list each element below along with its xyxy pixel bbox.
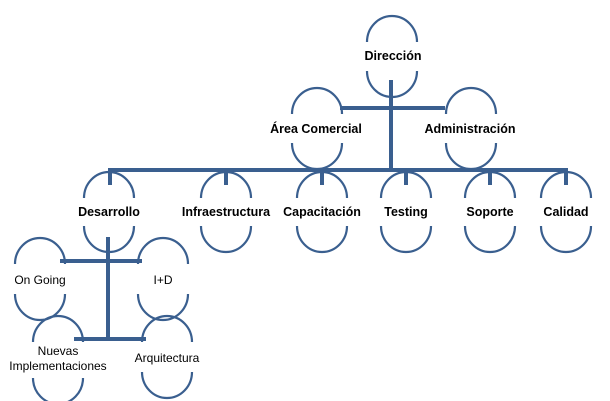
node-shape-nuevas-implementaciones: [31, 314, 85, 401]
node-nuevas-implementaciones-line2: Implementaciones: [9, 359, 106, 373]
node-shape-infraestructura: [199, 170, 253, 254]
node-shape-soporte: [463, 170, 517, 254]
node-capacitacion: Capacitación: [283, 205, 361, 219]
node-shape-i-mas-d: [136, 236, 190, 322]
node-soporte: Soporte: [466, 205, 513, 219]
node-area-comercial: Área Comercial: [270, 121, 362, 136]
node-shape-on-going: [13, 236, 67, 322]
node-administracion: Administración: [425, 122, 516, 136]
node-direccion: Dirección: [365, 49, 422, 63]
node-shape-administracion: [444, 86, 498, 171]
node-testing: Testing: [384, 205, 428, 219]
node-shape-capacitacion: [295, 170, 349, 254]
node-arquitectura: Arquitectura: [135, 351, 200, 365]
node-i-mas-d: I+D: [153, 273, 172, 287]
node-nuevas-implementaciones-line1: Nuevas: [38, 344, 79, 358]
node-desarrollo: Desarrollo: [78, 205, 140, 219]
node-shape-testing: [379, 170, 433, 254]
node-shape-area-comercial: [290, 86, 344, 171]
node-shape-arquitectura: [140, 314, 194, 400]
node-calidad: Calidad: [543, 205, 588, 219]
node-shape-calidad: [539, 170, 593, 254]
node-shapes: [13, 14, 593, 401]
node-shape-desarrollo: [82, 170, 136, 254]
node-infraestructura: Infraestructura: [182, 205, 271, 219]
node-on-going: On Going: [14, 273, 65, 287]
node-shape-direccion: [365, 14, 419, 99]
node-labels: Dirección Área Comercial Administración …: [9, 49, 588, 373]
connectors: [60, 80, 568, 341]
